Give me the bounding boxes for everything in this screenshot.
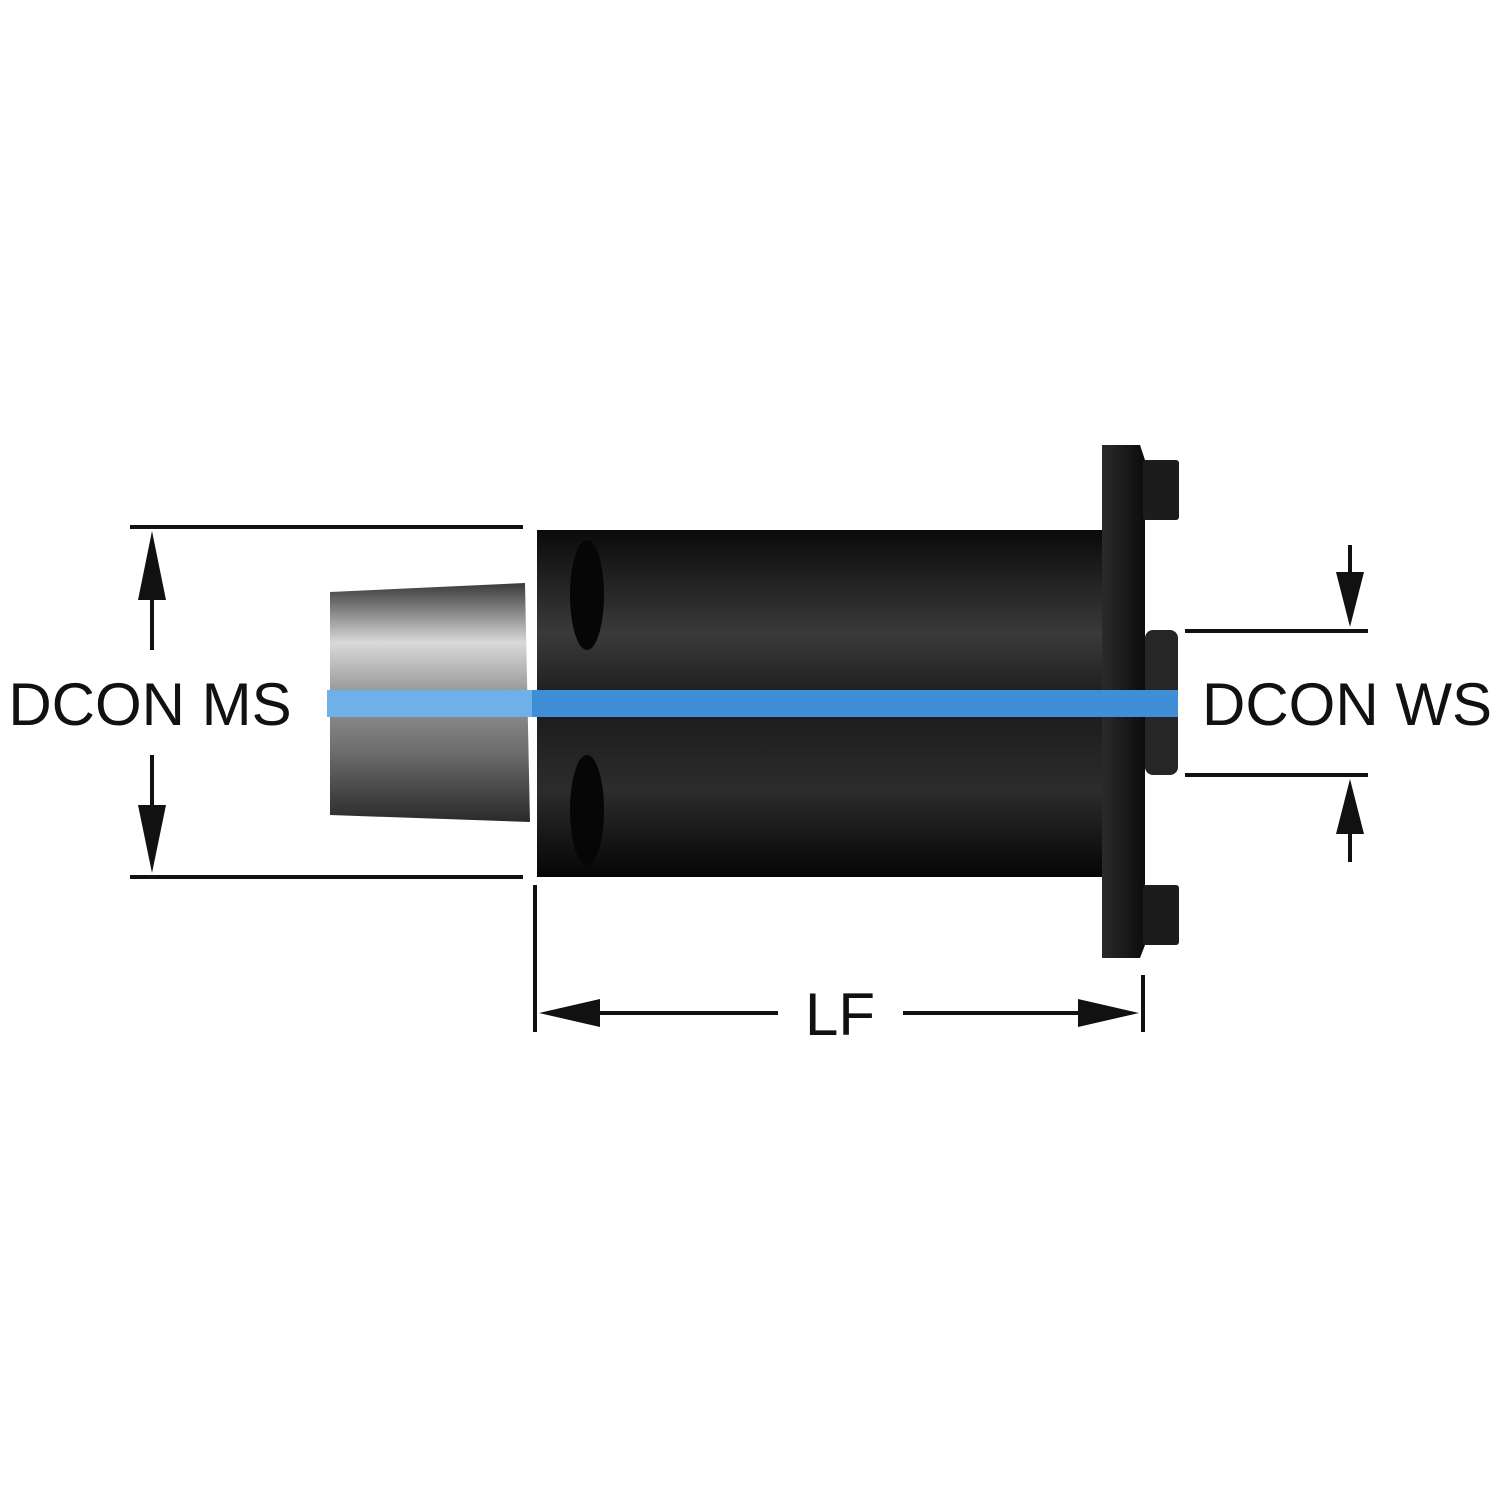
- dcon-ws-label: DCON WS: [1202, 671, 1492, 738]
- slot-bottom: [570, 755, 604, 865]
- dcon-ms-dimension: [130, 525, 523, 879]
- lf-label: LF: [805, 981, 875, 1048]
- axis-band: [532, 690, 1178, 717]
- drive-lug-top: [1143, 460, 1179, 520]
- dcon-ms-label: DCON MS: [8, 671, 291, 738]
- lf-dimension: [533, 885, 1145, 1032]
- axis-band-shank: [327, 690, 532, 717]
- slot-top: [570, 540, 604, 650]
- drive-lug-bottom: [1143, 885, 1179, 945]
- dcon-ws-dimension: [1185, 545, 1368, 862]
